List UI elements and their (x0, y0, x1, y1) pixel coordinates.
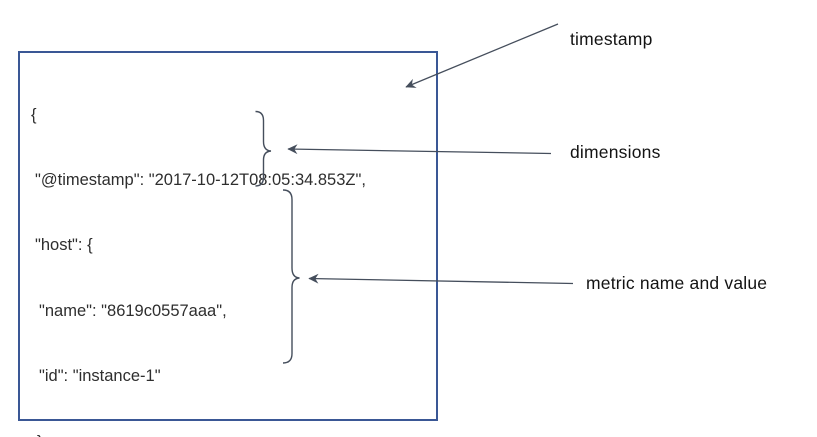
code-line-host-name: "name": "8619c0557aaa", (39, 301, 227, 320)
dimensions-label: dimensions (570, 142, 661, 162)
json-code: { "@timestamp": "2017-10-12T08:05:34.853… (30, 61, 430, 437)
timestamp-label: timestamp (570, 29, 653, 49)
code-line-host: "host": { (35, 236, 93, 255)
code-line-timestamp: "@timestamp": "2017-10-12T08:05:34.853Z"… (35, 170, 366, 189)
code-line: }, (30, 432, 430, 437)
json-document-box (18, 51, 438, 421)
code-line: { (31, 105, 37, 124)
metric-name-and-value-label: metric name and value (586, 273, 768, 293)
code-line-host-id: "id": "instance-1" (39, 367, 161, 386)
